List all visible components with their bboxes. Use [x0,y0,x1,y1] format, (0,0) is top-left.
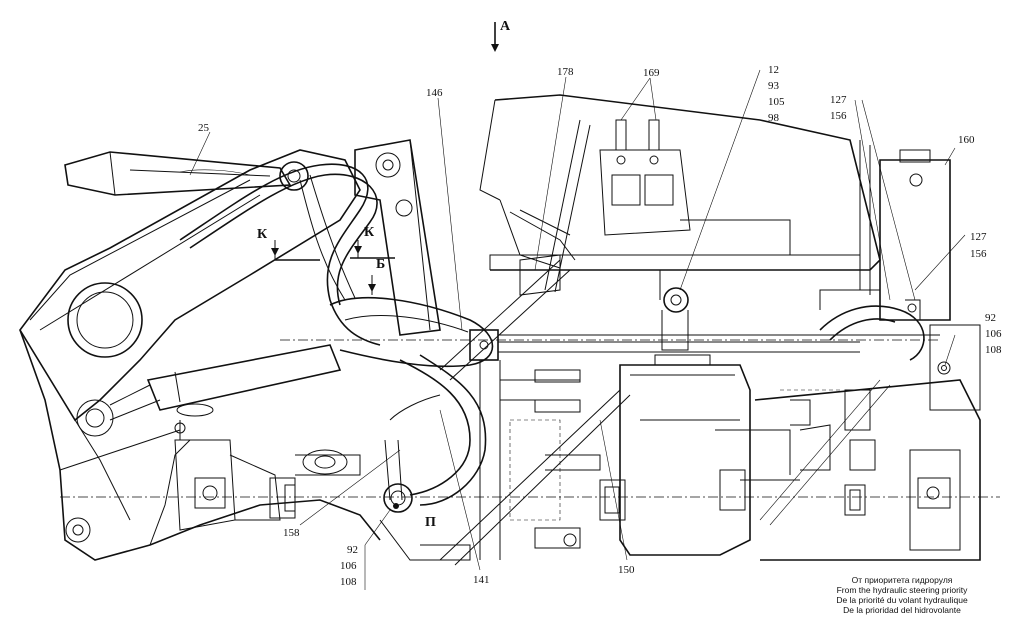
note-line-es: De la prioridad del hidrovolante [843,605,961,615]
callout-108-right: 108 [985,344,1002,356]
pivot-plate [354,139,441,336]
hose-bundle [179,163,494,506]
transmission-housing [509,354,840,556]
section-arrows [271,22,499,295]
callout-127-top: 127 [830,94,847,106]
hydraulic-tank [859,140,951,321]
callout-108-bottom: 108 [340,576,357,588]
lift-cylinder-top [64,151,309,196]
fitting-p [383,483,413,513]
callout-105: 105 [768,96,785,108]
loader-frame [19,149,381,561]
tilt-cylinder [109,344,342,421]
callout-127-right: 127 [970,231,987,243]
callout-178: 178 [557,66,574,78]
callout-156-right: 156 [970,248,987,260]
callout-106-right: 106 [985,328,1002,340]
note-line-fr: De la priorité du volant hydraulique [836,595,968,605]
callout-98: 98 [768,112,780,124]
callout-12: 12 [768,64,779,76]
section-mark-p: П [425,515,436,530]
callout-141: 141 [473,574,490,586]
callout-169: 169 [643,67,660,79]
section-mark-k-right: К [364,225,375,240]
callout-158: 158 [283,527,300,539]
steering-priority-note: От приоритета гидроруля From the hydraul… [836,575,968,615]
callout-160: 160 [958,134,975,146]
callout-150: 150 [618,564,635,576]
callout-106-bottom: 106 [340,560,357,572]
cab-outline [479,94,881,351]
note-line-ru: От приоритета гидроруля [852,575,953,585]
callout-92-right: 92 [985,312,996,324]
section-mark-k-left: К [257,227,268,242]
right-axle-components [754,289,981,561]
view-marker-a: А [500,19,511,34]
callout-93: 93 [768,80,780,92]
leader-lines [189,69,966,590]
note-line-en: From the hydraulic steering priority [837,585,969,595]
callout-25: 25 [198,122,210,134]
section-mark-b: Б [376,257,385,272]
callout-146: 146 [426,87,443,99]
lower-bracket [174,420,471,561]
callout-92-bottom: 92 [347,544,358,556]
callout-156-top: 156 [830,110,847,122]
